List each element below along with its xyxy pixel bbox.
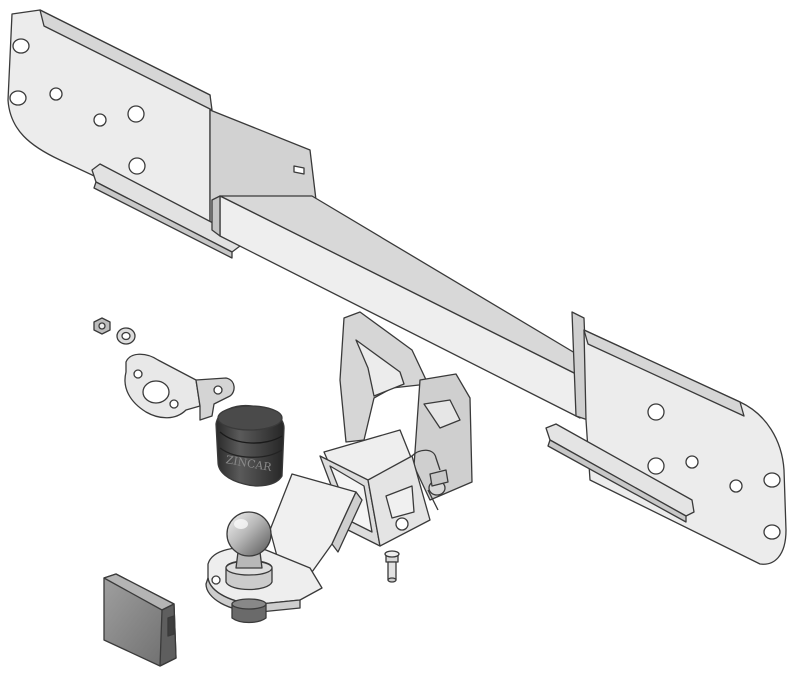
mounting-hole	[211, 575, 221, 585]
mounting-hole	[685, 455, 699, 469]
mounting-hole	[12, 38, 30, 54]
mounting-hole	[133, 369, 143, 379]
mounting-hole	[763, 472, 781, 488]
mounting-hole	[93, 113, 107, 127]
mounting-hole	[49, 87, 63, 101]
mounting-hole	[127, 105, 145, 123]
mounting-hole	[169, 399, 179, 409]
mounting-hole	[729, 479, 743, 493]
mounting-hole	[647, 403, 665, 421]
ball-mount	[205, 473, 363, 624]
right-mounting-plate	[545, 311, 787, 565]
hitch-pin	[411, 449, 449, 511]
receiver-cap	[103, 573, 177, 667]
washer	[116, 327, 136, 345]
mounting-hole	[213, 385, 223, 395]
mounting-hole	[128, 157, 146, 175]
nut	[93, 317, 111, 335]
mounting-hole	[395, 517, 409, 531]
electric-socket-bracket	[124, 353, 235, 421]
mounting-hole	[647, 457, 665, 475]
mounting-hole	[763, 524, 781, 540]
bolt	[384, 550, 400, 583]
mounting-hole	[9, 90, 27, 106]
towball	[226, 511, 272, 557]
towball-cover: ZINCAR	[215, 404, 285, 487]
